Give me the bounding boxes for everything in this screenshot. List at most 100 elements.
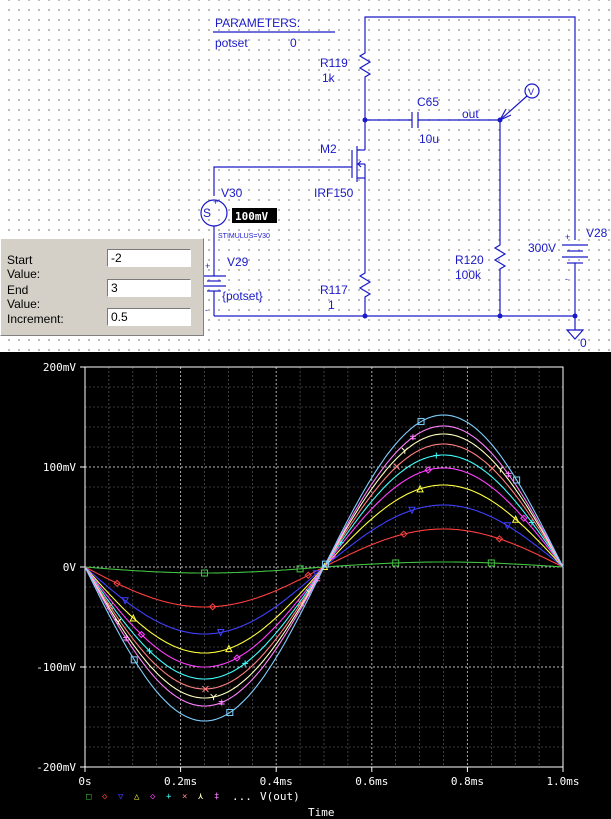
v28-plus: + xyxy=(565,232,570,242)
y-tick-label: -200mV xyxy=(36,761,76,774)
data-point-marker xyxy=(226,709,234,717)
v30-stimulus: STIMULUS=V30 xyxy=(218,233,270,240)
data-point-marker xyxy=(505,471,512,478)
v30-amplitude: 100mV xyxy=(235,210,268,223)
y-tick-label: -100mV xyxy=(36,661,76,674)
legend-symbol: × xyxy=(182,792,187,802)
v28-name: V28 xyxy=(586,226,608,240)
resistor-r117[interactable] xyxy=(358,270,372,300)
m2-arrow-icon xyxy=(357,160,362,168)
ground-label: 0 xyxy=(580,336,587,350)
v30-name: V30 xyxy=(221,186,243,200)
v28-minus: - xyxy=(565,274,568,284)
r117-value: 1 xyxy=(328,298,335,312)
r120-value: 100k xyxy=(455,268,482,282)
data-point-marker xyxy=(121,597,129,605)
data-point-marker xyxy=(408,506,416,515)
c65-name: C65 xyxy=(417,95,439,109)
data-point-marker xyxy=(304,571,312,579)
data-point-marker xyxy=(321,560,329,568)
legend-trace-name: V(out) xyxy=(260,790,300,803)
parametric-sweep-panel: Start Value: End Value: Increment: xyxy=(0,238,204,336)
net-out-label: out xyxy=(462,107,479,121)
resistor-r119[interactable] xyxy=(358,50,372,80)
trace-9 xyxy=(84,414,564,722)
legend-symbol: ⋏ xyxy=(197,792,204,802)
legend-symbol: ▽ xyxy=(118,792,124,802)
x-tick-label: 1.0ms xyxy=(546,775,579,788)
v29-value: {potset} xyxy=(222,289,263,303)
data-point-marker xyxy=(201,569,208,577)
v29-minus: - xyxy=(205,305,208,315)
data-point-marker xyxy=(513,476,521,484)
legend-symbol: ◇ xyxy=(150,792,156,802)
x-tick-label: 0.6ms xyxy=(355,775,388,788)
data-point-marker xyxy=(400,530,408,538)
data-point-marker xyxy=(487,559,495,567)
end-label: End Value: xyxy=(7,283,41,311)
data-point-marker xyxy=(495,535,504,543)
data-point-marker xyxy=(497,466,504,473)
data-point-marker xyxy=(416,484,424,493)
v30-amplitude-badge xyxy=(232,208,277,223)
voltage-probe-icon[interactable] xyxy=(524,83,540,99)
data-point-marker xyxy=(233,654,241,662)
increment-label: Increment: xyxy=(7,312,64,326)
node-gnd-a xyxy=(362,313,368,319)
legend-symbol: ◇ xyxy=(102,792,108,802)
data-point-marker xyxy=(130,656,138,664)
param-value: 0 xyxy=(290,36,297,50)
data-point-marker xyxy=(393,463,401,470)
data-point-marker xyxy=(488,465,496,472)
wire-gate xyxy=(213,166,352,196)
data-point-marker xyxy=(424,466,432,474)
data-point-marker xyxy=(433,452,440,459)
data-point-marker xyxy=(123,635,130,642)
legend-symbol: △ xyxy=(134,792,140,802)
x-tick-label: 0.8ms xyxy=(451,775,484,788)
v30-symbol: S xyxy=(203,206,211,220)
x-tick-label: 0.4ms xyxy=(260,775,293,788)
data-point-marker xyxy=(511,515,520,523)
x-axis-ticks: 0s 0.2ms 0.4ms 0.6ms 0.8ms 1.0ms xyxy=(78,767,580,788)
start-value-input[interactable] xyxy=(107,249,191,267)
data-point-marker xyxy=(216,628,225,637)
v28-value: 300V xyxy=(528,241,556,255)
r117-name: R117 xyxy=(320,283,348,297)
y-tick-label: 0V xyxy=(63,561,77,574)
data-point-marker xyxy=(129,613,138,622)
traces xyxy=(84,414,564,722)
data-point-marker xyxy=(409,434,416,441)
x-tick-label: 0s xyxy=(78,775,91,788)
data-point-marker xyxy=(401,447,409,454)
r119-name: R119 xyxy=(320,56,348,70)
legend-symbol: ‡ xyxy=(214,792,219,802)
data-point-marker xyxy=(242,660,249,667)
m2-model: IRF150 xyxy=(314,186,354,200)
legend-symbol: □ xyxy=(86,792,92,802)
data-point-marker xyxy=(208,603,217,611)
ground-icon xyxy=(565,329,585,340)
r119-value: 1k xyxy=(322,71,336,85)
increment-value-input[interactable] xyxy=(107,308,191,326)
resistor-r120[interactable] xyxy=(493,242,507,272)
v30-plus: + xyxy=(213,197,218,207)
y-tick-label: 200mV xyxy=(43,361,76,374)
legend: □◇▽△◇+×⋏‡...V(out) xyxy=(86,790,300,803)
end-value-input[interactable] xyxy=(107,279,191,297)
probe-stem xyxy=(499,95,528,121)
data-point-marker xyxy=(320,562,329,570)
x-tick-label: 0.2ms xyxy=(164,775,197,788)
param-name: potset xyxy=(215,36,248,50)
start-label: Start Value: xyxy=(7,253,41,281)
node-gnd-b xyxy=(497,313,503,319)
data-point-marker xyxy=(218,699,225,706)
data-point-marker xyxy=(113,579,121,588)
data-point-marker xyxy=(520,514,528,522)
data-point-marker xyxy=(417,418,425,426)
x-axis-label: Time xyxy=(308,806,335,819)
data-point-marker xyxy=(210,693,217,701)
